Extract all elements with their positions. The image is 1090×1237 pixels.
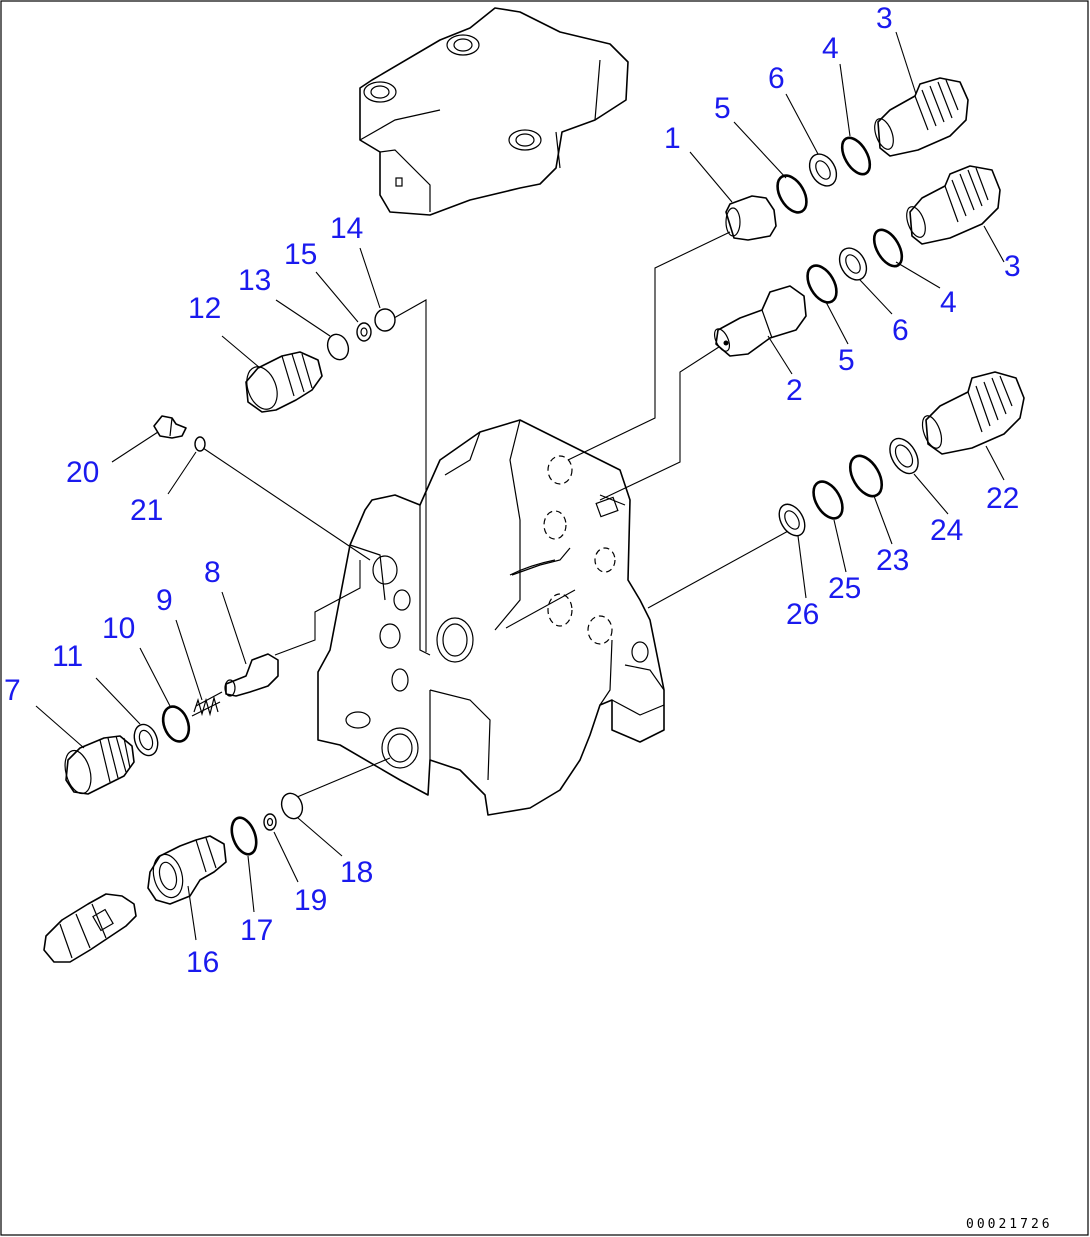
callout-11: 11 bbox=[52, 640, 83, 673]
part-10-ring bbox=[161, 705, 191, 743]
callout-16: 16 bbox=[186, 946, 219, 979]
part-4-ring-lower bbox=[872, 228, 904, 268]
callout-14: 14 bbox=[330, 212, 363, 245]
part-19-washer bbox=[263, 813, 277, 831]
callout-21: 21 bbox=[130, 494, 163, 527]
part-2-spool bbox=[713, 285, 807, 357]
callout-15: 15 bbox=[284, 238, 317, 271]
callout-20: 20 bbox=[66, 456, 99, 489]
callout-25: 25 bbox=[828, 572, 861, 605]
callout-5b: 5 bbox=[838, 344, 855, 377]
callouts: 1 2 3 3 4 4 5 5 6 6 7 8 9 10 11 12 13 14… bbox=[4, 2, 1021, 979]
callout-3a: 3 bbox=[876, 2, 893, 35]
part-5-ring-upper bbox=[776, 174, 808, 214]
drawing-code: 00021726 bbox=[966, 1217, 1053, 1232]
callout-2: 2 bbox=[786, 374, 803, 407]
part-25-ring bbox=[812, 480, 844, 520]
callout-6a: 6 bbox=[768, 62, 785, 95]
part-22-plug bbox=[921, 371, 1025, 455]
part-17-ring bbox=[230, 816, 258, 856]
callout-1: 1 bbox=[664, 122, 681, 155]
assembly-leaders bbox=[199, 231, 791, 801]
callout-12: 12 bbox=[188, 292, 221, 325]
callout-9: 9 bbox=[156, 584, 173, 617]
part-12-plug bbox=[245, 351, 323, 413]
callout-17: 17 bbox=[240, 914, 273, 947]
part-3-plug-lower bbox=[906, 165, 1001, 245]
part-7-plug bbox=[64, 735, 135, 795]
part-3-plug-upper bbox=[874, 77, 969, 157]
part-5-ring-lower bbox=[806, 264, 838, 304]
part-11-washer bbox=[133, 723, 159, 757]
solenoid-connector bbox=[43, 893, 137, 963]
callout-8: 8 bbox=[204, 556, 221, 589]
callout-5a: 5 bbox=[714, 92, 731, 125]
callout-10: 10 bbox=[102, 612, 135, 645]
part-21-ring bbox=[194, 436, 206, 452]
part-20-fitting bbox=[153, 415, 187, 439]
part-6-washer-lower bbox=[838, 247, 868, 281]
callout-7: 7 bbox=[4, 674, 21, 707]
valve-body bbox=[317, 419, 665, 816]
callout-leaders bbox=[35, 31, 1005, 941]
part-26-washer bbox=[778, 503, 806, 537]
part-8-poppet bbox=[224, 653, 279, 697]
part-24-washer bbox=[889, 437, 919, 475]
part-14-ring bbox=[374, 308, 396, 332]
part-4-ring-upper bbox=[840, 136, 872, 176]
callout-23: 23 bbox=[876, 544, 909, 577]
callout-19: 19 bbox=[294, 884, 327, 917]
part-6-washer-upper bbox=[808, 153, 838, 187]
callout-22: 22 bbox=[986, 482, 1019, 515]
part-23-ring bbox=[848, 454, 884, 498]
part-13-ring bbox=[326, 333, 350, 361]
callout-4a: 4 bbox=[822, 32, 839, 65]
part-18-ring bbox=[280, 792, 304, 820]
callout-26: 26 bbox=[786, 598, 819, 631]
part-1-plug bbox=[725, 195, 777, 241]
part-16-valve bbox=[147, 835, 227, 905]
callout-3b: 3 bbox=[1004, 250, 1021, 283]
callout-24: 24 bbox=[930, 514, 963, 547]
part-9-spring bbox=[191, 691, 223, 717]
callout-13: 13 bbox=[238, 264, 271, 297]
cover-plate bbox=[359, 7, 629, 216]
callout-18: 18 bbox=[340, 856, 373, 889]
callout-6b: 6 bbox=[892, 314, 909, 347]
callout-4b: 4 bbox=[940, 286, 957, 319]
part-15-washer bbox=[356, 322, 372, 342]
